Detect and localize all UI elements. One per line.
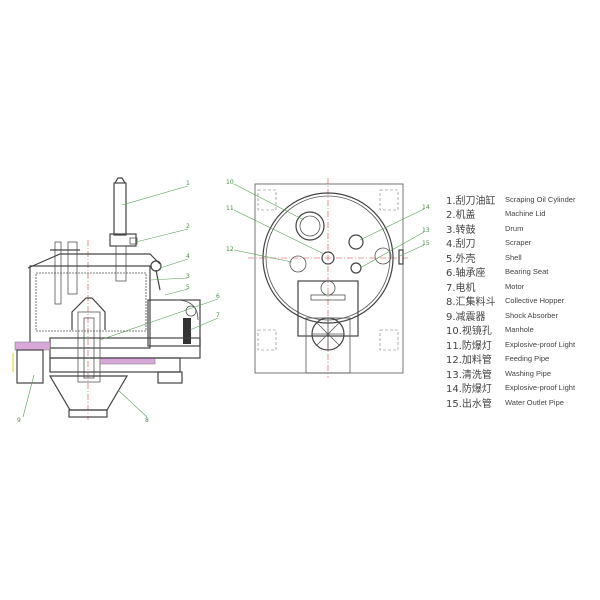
legend-en: Collective Hopper [505, 296, 565, 306]
explosive-proof-light-14 [348, 234, 364, 250]
legend-zh: 15.出水管 [446, 398, 492, 410]
legend-zh: 13.清洗管 [446, 369, 492, 381]
legend-en: Scraping Oil Cylinder [505, 194, 576, 204]
top-leaders [233, 183, 425, 269]
legend-item: 7.电机 Motor [446, 279, 575, 294]
legend-zh: 10.视镜孔 [446, 326, 492, 338]
legend-zh: 2.机盖 [446, 210, 476, 222]
legend-item: 3.转鼓 Drum [446, 221, 575, 236]
water-outlet-pipe [398, 249, 404, 265]
callout-6: 6 [216, 293, 220, 300]
scraping-oil-cylinder [109, 177, 138, 282]
machine-lid [27, 253, 161, 269]
callout-9: 9 [17, 417, 21, 424]
bearing-seat [71, 297, 106, 330]
callout-2: 2 [186, 223, 190, 230]
legend-en: Washing Pipe [505, 368, 551, 378]
callout-15: 15 [422, 240, 430, 247]
drum [35, 272, 147, 332]
legend-en: Water Outlet Pipe [505, 397, 564, 407]
legend-zh: 3.转鼓 [446, 224, 476, 236]
legend-en: Shell [505, 252, 522, 262]
legend-zh: 9.减震器 [446, 311, 486, 323]
legend-en: Bearing Seat [505, 267, 549, 277]
legend-item: 5.外壳 Shell [446, 250, 575, 265]
collective-hopper [48, 375, 129, 411]
legend-item: 11.防爆灯 Explosive-proof Light [446, 337, 575, 352]
legend-en: Machine Lid [505, 209, 546, 219]
callout-8: 8 [145, 417, 149, 424]
front-leaders [22, 185, 219, 418]
legend-zh: 6.轴承座 [446, 268, 486, 280]
legend-zh: 5.外壳 [446, 253, 476, 265]
legend-en: Shock Absorber [505, 310, 558, 320]
legend-zh: 11.防爆灯 [446, 340, 492, 352]
legend-item: 14.防爆灯 Explosive-proof Light [446, 381, 576, 396]
shell [29, 265, 151, 349]
legend-en: Drum [505, 223, 524, 233]
callout-7: 7 [216, 312, 220, 319]
legend-item: 9.减震器 Shock Absorber [446, 308, 575, 323]
legend-item: 15.出水管 Water Outlet Pipe [446, 395, 575, 410]
legend-en: Explosive-proof Light [505, 383, 576, 393]
legend-item: 2.机盖 Machine Lid [446, 207, 575, 222]
legend-en: Motor [505, 281, 525, 291]
legend-zh: 8.汇集料斗 [446, 297, 496, 309]
callout-5: 5 [186, 284, 190, 291]
legend-item: 6.轴承座 Bearing Seat [446, 265, 575, 280]
legend-zh: 1.刮刀油缸 [446, 195, 496, 207]
motor [147, 299, 201, 347]
callout-10: 10 [226, 179, 234, 186]
parts-legend: 1.刮刀油缸 Scraping Oil Cylinder 2.机盖 Machine L… [446, 192, 575, 410]
legend-zh: 12.加料管 [446, 355, 492, 367]
scraper [150, 260, 162, 272]
legend-en: Explosive-proof Light [505, 339, 576, 349]
legend-item: 12.加料管 Feeding Pipe [446, 352, 575, 367]
legend-zh: 4.刮刀 [446, 239, 476, 251]
legend-item: 8.汇集料斗 Collective Hopper [446, 294, 575, 309]
explosive-proof-light-11 [321, 251, 335, 265]
legend-en: Manhole [505, 325, 534, 335]
legend-zh: 14.防爆灯 [446, 384, 492, 396]
legend-item: 1.刮刀油缸 Scraping Oil Cylinder [446, 192, 575, 207]
legend-en: Feeding Pipe [505, 354, 550, 364]
legend-en: Scraper [505, 238, 532, 248]
manhole [295, 211, 325, 241]
feeding-pipe [289, 255, 307, 273]
shock-absorber [16, 349, 44, 384]
callout-12: 12 [226, 246, 234, 253]
legend-item: 10.视镜孔 Manhole [446, 323, 575, 338]
washing-pipe [374, 247, 392, 265]
callout-4: 4 [186, 253, 190, 260]
legend-zh: 7.电机 [446, 282, 476, 294]
legend-item: 4.刮刀 Scraper [446, 236, 575, 251]
callout-14: 14 [422, 204, 430, 211]
top-view: 10 11 12 13 14 15 [226, 178, 430, 378]
callout-3: 3 [186, 273, 190, 280]
callout-13: 13 [422, 227, 430, 234]
legend-item: 13.清洗管 Washing Pipe [446, 366, 575, 381]
callout-11: 11 [226, 205, 234, 212]
front-view: 1 2 3 4 5 6 7 8 9 [12, 177, 220, 424]
callout-1: 1 [186, 180, 190, 187]
